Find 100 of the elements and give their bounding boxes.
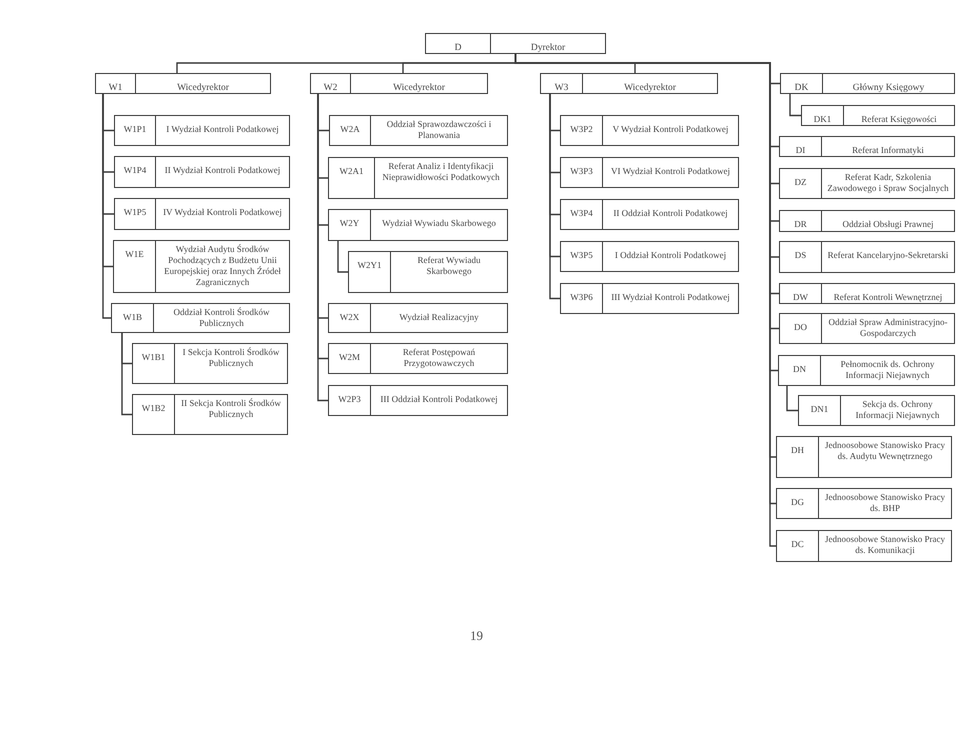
unit-name: Wicedyrektor [177, 83, 229, 94]
unit-name: Referat Kadr, Szkolenia Zawodowego i Spraw Socjalnych [826, 172, 950, 194]
unit-name: III Wydział Kontroli Podatkowej [611, 292, 730, 303]
unit-code: W2X [340, 312, 360, 323]
unit-name: Oddział Spraw Administracyjno-Gospodarczych [828, 317, 948, 339]
unit-box [776, 488, 952, 519]
unit-box [328, 209, 508, 241]
unit-code: W2Y [340, 218, 360, 229]
unit-name: III Oddział Kontroli Podatkowej [380, 394, 498, 405]
unit-name: II Oddział Kontroli Podatkowej [613, 208, 728, 219]
unit-code: DK [794, 83, 808, 94]
unit-code: W2 [324, 83, 338, 94]
unit-code: DH [791, 445, 804, 456]
connector-line [102, 94, 111, 319]
page-number: 19 [470, 628, 483, 643]
unit-name: Wicedyrektor [393, 83, 445, 94]
unit-box [95, 73, 271, 94]
unit-box [132, 394, 288, 435]
connector-line [549, 94, 560, 300]
unit-box [328, 157, 508, 199]
unit-box [779, 283, 955, 304]
unit-code: W3P3 [570, 166, 593, 177]
unit-box [560, 157, 739, 188]
unit-name: Pełnomocnik ds. Ochrony Informacji Niejawnych [840, 359, 936, 381]
unit-box [780, 73, 955, 94]
unit-box [114, 156, 290, 188]
unit-name: II Sekcja Kontroli Środków Publicznych [180, 398, 282, 420]
unit-name: Dyrektor [530, 43, 566, 54]
unit-box [560, 115, 739, 146]
connector-line [337, 241, 348, 273]
unit-name: Oddział Kontroli Środków Publicznych [172, 307, 270, 329]
unit-code: W1 [108, 83, 122, 94]
unit-code: DC [791, 539, 804, 550]
unit-code: DO [794, 322, 807, 333]
unit-name: Jednoosobowe Stanowisko Pracy ds. BHP [824, 492, 946, 514]
unit-name: Główny Księgowy [852, 83, 924, 94]
unit-name: Jednoosobowe Stanowisko Pracy ds. Audytu Wewnętrznego [824, 440, 946, 462]
unit-box [779, 313, 955, 344]
unit-name: Wydział Realizacyjny [399, 312, 479, 323]
unit-box [779, 241, 955, 273]
unit-code: DZ [794, 177, 806, 188]
connector-line [121, 333, 132, 416]
unit-code: DI [796, 145, 806, 156]
unit-box [779, 136, 955, 157]
unit-code: DK1 [814, 114, 832, 125]
unit-code: W2A1 [340, 166, 364, 177]
unit-code: DR [794, 219, 807, 230]
unit-box [779, 168, 955, 199]
unit-code: W3P6 [570, 292, 593, 303]
unit-box [560, 283, 739, 314]
unit-name: I Sekcja Kontroli Środków Publicznych [182, 347, 280, 369]
unit-code: W3P5 [570, 250, 593, 261]
unit-name: V Wydział Kontroli Podatkowej [612, 124, 728, 135]
unit-box [776, 436, 952, 478]
unit-box [328, 385, 508, 416]
unit-name: II Wydział Kontroli Podatkowej [164, 165, 280, 176]
connector-line [789, 94, 801, 116]
unit-code: DN [793, 364, 806, 375]
unit-code: W2Y1 [358, 260, 382, 271]
unit-name: Sekcja ds. Ochrony Informacji Niejawnych [854, 399, 940, 421]
unit-code: DN1 [810, 404, 828, 415]
unit-box [540, 73, 718, 94]
unit-name: Referat Wywiadu Skarbowego [416, 255, 482, 277]
unit-name: Jednoosobowe Stanowisko Pracy ds. Komunikacji [824, 534, 946, 556]
unit-name: Referat Kontroli Wewnętrznej [834, 292, 942, 303]
unit-name: I Wydział Kontroli Podatkowej [166, 124, 279, 135]
unit-name: Oddział Obsługi Prawnej [842, 219, 934, 230]
unit-code: W2P3 [338, 394, 361, 405]
unit-code: W1B1 [142, 352, 166, 363]
unit-name: Wydział Audytu Środków Pochodzących z Budżetu Unii Europejskiej oraz Innych Źródeł Zagranicznych [163, 244, 282, 288]
unit-box [114, 115, 290, 146]
unit-box [776, 530, 952, 562]
unit-box [801, 105, 955, 126]
unit-box [425, 33, 606, 54]
unit-box [348, 251, 508, 293]
unit-name: Referat Postępowań Przygotowawczych [402, 347, 476, 369]
unit-name: Referat Kancelaryjno-Sekretarski [828, 250, 948, 261]
unit-code: W2M [339, 352, 360, 363]
unit-name: Referat Analiz i Identyfikacji Nieprawidłowości Podatkowych [381, 161, 501, 183]
unit-name: Wicedyrektor [624, 83, 676, 94]
unit-box [328, 343, 508, 374]
unit-code: W1B [123, 312, 142, 323]
unit-code: W3P4 [570, 208, 593, 219]
unit-box [114, 198, 290, 230]
unit-code: W1P5 [124, 207, 146, 218]
unit-box [778, 355, 955, 386]
unit-box [113, 240, 290, 293]
unit-box [132, 343, 288, 384]
unit-code: W3 [554, 83, 568, 94]
unit-box [310, 73, 488, 94]
unit-name: Referat Informatyki [852, 145, 924, 156]
unit-box [111, 303, 290, 333]
unit-box [779, 210, 955, 232]
unit-name: Referat Księgowości [861, 114, 937, 125]
unit-code: D [454, 43, 462, 54]
unit-box [328, 303, 508, 333]
unit-code: DW [793, 292, 808, 303]
unit-code: W1P1 [124, 124, 146, 135]
unit-name: VI Wydział Kontroli Podatkowej [610, 166, 730, 177]
unit-code: DS [794, 250, 806, 261]
